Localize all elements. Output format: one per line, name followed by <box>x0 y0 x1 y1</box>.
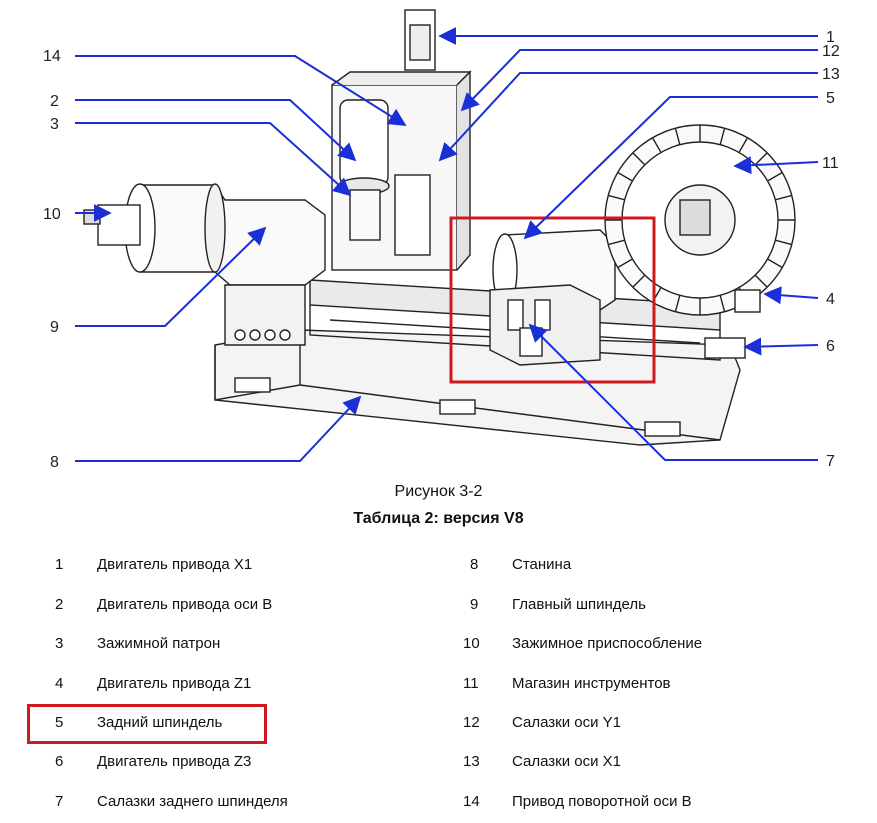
turret-tooth <box>608 239 625 246</box>
callout-7: 7 <box>826 453 835 470</box>
legend-number: 7 <box>55 793 64 810</box>
turret-tooth <box>674 128 681 145</box>
legend-label: Двигатель привода Z3 <box>97 753 252 770</box>
legend-number: 8 <box>470 556 479 573</box>
table-title: Таблица 2: версия V8 <box>353 510 524 527</box>
machine-diagram: 1 12 13 5 11 4 6 7 14 2 3 10 9 8 <box>43 9 840 471</box>
legend-label: Станина <box>512 556 572 573</box>
machine-bed <box>214 329 741 446</box>
callout-8: 8 <box>50 454 59 471</box>
callout-6: 6 <box>826 338 835 355</box>
legend-number: 10 <box>463 635 480 652</box>
legend-label: Главный шпиндель <box>512 596 646 613</box>
turret-tooth <box>674 295 681 312</box>
turret-tooth <box>767 171 783 182</box>
highlight-box-legend <box>27 704 267 744</box>
callout-12: 12 <box>822 43 840 60</box>
turret-tooth <box>617 171 633 182</box>
legend-label: Зажимной патрон <box>97 635 221 652</box>
turret-tooth <box>608 194 625 201</box>
legend-number: 12 <box>463 714 480 731</box>
figure-caption: Рисунок 3-2 <box>394 483 483 500</box>
legend-label: Двигатель привода Z1 <box>97 675 252 692</box>
callout-13: 13 <box>822 66 840 83</box>
turret-tooth <box>617 258 633 269</box>
turret-tooth <box>754 274 768 288</box>
turret-tooth <box>719 295 726 312</box>
legend-label: Салазки заднего шпинделя <box>97 793 288 810</box>
legend-label: Магазин инструментов <box>512 675 671 692</box>
turret-tooth <box>775 239 792 246</box>
legend-label: Двигатель привода X1 <box>97 556 253 573</box>
legend-number: 14 <box>463 793 480 810</box>
turret-tooth <box>754 152 768 166</box>
callout-3: 3 <box>50 116 59 133</box>
callout-lines <box>75 27 819 462</box>
main-spindle <box>139 184 326 286</box>
legend-number: 4 <box>55 675 64 692</box>
legend-number: 1 <box>55 556 64 573</box>
legend-number: 11 <box>463 675 479 692</box>
turret-tooth <box>651 137 662 153</box>
turret-tooth <box>632 274 646 288</box>
callout-numbers: 1 12 13 5 11 4 6 7 14 2 3 10 9 8 <box>43 29 840 471</box>
turret-tooth <box>775 194 792 201</box>
turret-tooth <box>719 128 726 145</box>
turret-tooth <box>767 258 783 269</box>
legend-label: Салазки оси X1 <box>512 753 621 770</box>
legend-number: 3 <box>55 635 64 652</box>
legend-label: Привод поворотной оси B <box>512 793 692 810</box>
callout-14: 14 <box>43 48 61 65</box>
tool-magazine <box>604 124 796 316</box>
legend-label: Двигатель привода оси B <box>97 596 273 613</box>
callout-1: 1 <box>826 29 835 46</box>
turret-tooth <box>738 137 749 153</box>
legend-label: Задний шпиндель <box>97 714 223 731</box>
highlight-box-figure <box>449 216 656 384</box>
legend-label: Зажимное приспособление <box>512 635 703 652</box>
callout-9: 9 <box>50 319 59 336</box>
turret-tooth <box>632 152 646 166</box>
legend-number: 13 <box>463 753 480 770</box>
machine-drawing <box>83 9 796 446</box>
legend-number: 9 <box>470 596 479 613</box>
callout-4: 4 <box>826 291 835 308</box>
legend-number: 6 <box>55 753 64 770</box>
legend-number: 5 <box>55 714 64 731</box>
legend-label: Салазки оси Y1 <box>512 714 621 731</box>
callout-5: 5 <box>826 90 835 107</box>
callout-11: 11 <box>822 155 839 172</box>
legend-number: 2 <box>55 596 64 613</box>
callout-10: 10 <box>43 206 61 223</box>
callout-2: 2 <box>50 93 59 110</box>
